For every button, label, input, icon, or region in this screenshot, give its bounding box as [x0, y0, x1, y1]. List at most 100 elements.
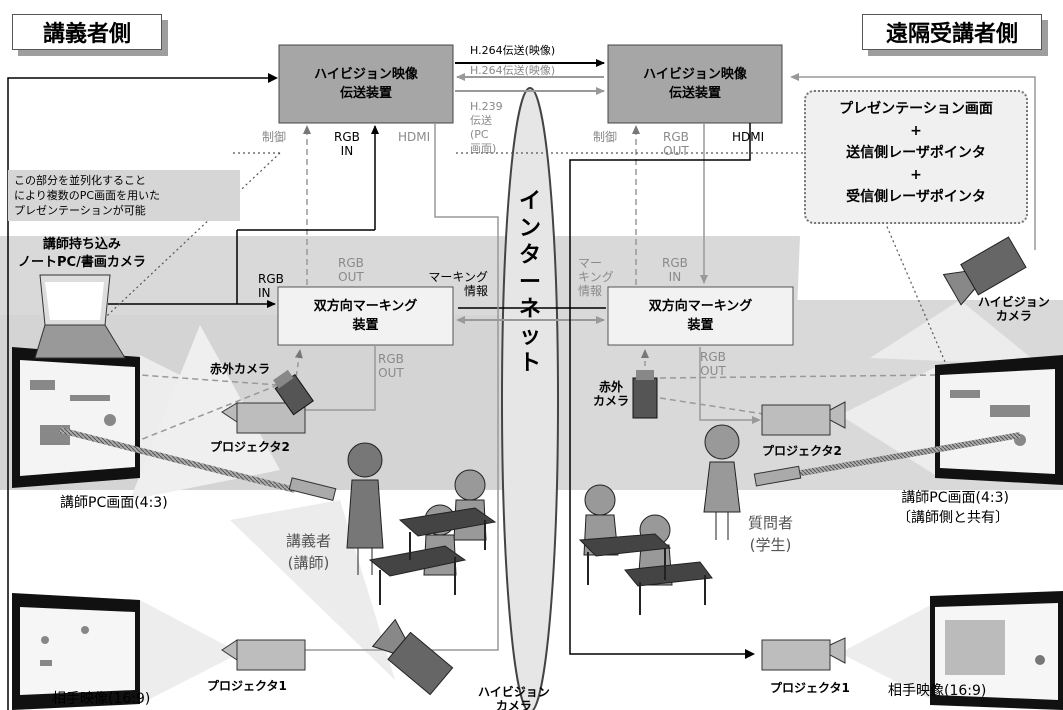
note-line2: により複数のPC画面を用いた	[14, 189, 161, 202]
parallelization-note: この部分を並列化すること により複数のPC画面を用いた プレゼンテーションが可能	[8, 170, 240, 221]
pc-screen-left	[12, 347, 140, 488]
marking-right-line1: 双方向マーキング	[648, 299, 753, 314]
marking-right-line2: 装置	[687, 318, 714, 333]
internet-char-7: ト	[518, 351, 541, 376]
projector1-left-shape	[221, 639, 306, 671]
partner-screen-right	[930, 591, 1063, 710]
h239-line4: 画面)	[470, 142, 497, 155]
marking-info-right-line1: マー	[578, 256, 603, 270]
questioner-figure	[703, 424, 741, 540]
questioner-line2: (学生)	[749, 536, 792, 554]
hd-camera-right-label: ハイビジョン カメラ	[978, 295, 1050, 323]
laptop-label: 講師持ち込み ノートPC/書画カメラ	[18, 236, 146, 272]
control-label-left: 制御	[262, 130, 287, 144]
pres-line1: プレゼンテーション画面	[839, 101, 993, 117]
pres-plus2: +	[910, 167, 922, 183]
marking-info-right-line2: キング	[578, 270, 614, 284]
pc-screen-right	[935, 355, 1063, 485]
projector2-right-shape	[761, 401, 846, 436]
hd-camera-right-shape	[942, 236, 1027, 306]
pres-line2: 送信側レーザポインタ	[846, 145, 986, 161]
hd-camera-left-line2: カメラ	[495, 699, 532, 710]
rgb-text: RGB	[700, 350, 726, 364]
note-line3: プレゼンテーションが可能	[14, 204, 146, 217]
out-text: OUT	[663, 144, 689, 158]
hd-camera-right-line1: ハイビジョン	[978, 295, 1050, 309]
lecturer-line1: 講義者	[286, 532, 332, 550]
marking-info-left-line1: マーキング	[428, 270, 489, 284]
hd-right-line2: 伝送装置	[668, 86, 721, 101]
projector2-left-label: プロジェクタ2	[210, 440, 290, 454]
hd-left-line1: ハイビジョン映像	[314, 67, 418, 82]
lecturer-figure	[346, 442, 384, 575]
ir-camera-right-shape	[632, 370, 658, 419]
marking-info-right-line3: 情報	[578, 284, 603, 298]
projector1-right-shape	[761, 637, 846, 671]
in-text: IN	[340, 144, 354, 158]
pc-screen-right-line2: 〔講師側と共有〕	[897, 510, 1009, 526]
pres-line3: 受信側レーザポインタ	[846, 189, 986, 205]
hd-transmitter-left-label: ハイビジョン映像伝送装置	[279, 45, 453, 123]
hd-camera-left-line1: ハイビジョン	[478, 685, 550, 699]
questioner-line1: 質問者	[748, 514, 794, 532]
pres-plus1: +	[910, 123, 922, 139]
rgb-text: RGB	[338, 256, 364, 270]
internet-char-1: イ	[518, 189, 541, 214]
laptop-line2: ノートPC/書画カメラ	[18, 255, 146, 270]
laptop	[34, 274, 126, 359]
ir-camera-left-label: 赤外カメラ	[210, 362, 271, 376]
lecturer-line2: (講師)	[287, 554, 330, 572]
lecturer-side-title: 講義者側	[12, 14, 162, 50]
projector1-right-label: プロジェクタ1	[770, 681, 850, 695]
internet-char-5: ネ	[518, 297, 541, 322]
projector2-right-label: プロジェクタ2	[762, 444, 842, 458]
questioner-caption: 質問者 (学生)	[748, 512, 793, 556]
marking-device-right	[607, 286, 794, 346]
hdmi-label-left: HDMI	[398, 130, 431, 144]
rgb-text: RGB	[662, 256, 688, 270]
out-text: OUT	[378, 366, 404, 380]
hdmi-label-right: HDMI	[732, 130, 765, 144]
marking-info-left: マーキング 情報	[428, 270, 488, 298]
pc-screen-right-line1: 講師PC画面(4:3)	[901, 490, 1009, 506]
partner-video-right-caption: 相手映像(16:9)	[888, 683, 987, 699]
rgb-text: RGB	[663, 130, 689, 144]
note-line1: この部分を並列化すること	[14, 174, 146, 187]
h239-label: H.239 伝送 (PC 画面)	[470, 100, 503, 156]
hd-camera-left-shape	[371, 618, 454, 696]
internet-char-2: ン	[518, 216, 541, 241]
internet-char-4: ー	[518, 270, 541, 295]
lecturer-caption: 講義者 (講師)	[286, 530, 331, 574]
ir-camera-right-label: 赤外 カメラ	[593, 380, 629, 408]
partner-screen-left	[12, 593, 140, 710]
ir-camera-left-shape	[273, 369, 314, 416]
marking-device-left-label: 双方向マーキング装置	[278, 287, 453, 345]
in-text: IN	[668, 270, 682, 284]
rgb-text: RGB	[378, 352, 404, 366]
marking-device-right-label: 双方向マーキング装置	[608, 287, 793, 345]
out-text: OUT	[338, 270, 364, 284]
hd-transmitter-left	[278, 44, 454, 124]
out-text: OUT	[700, 364, 726, 378]
h239-line3: (PC	[470, 128, 489, 141]
h239-line1: H.239	[470, 100, 503, 113]
ir-right-line1: 赤外	[599, 380, 624, 394]
ir-right-line2: カメラ	[593, 394, 630, 408]
hd-transmitter-right-label: ハイビジョン映像伝送装置	[608, 45, 782, 123]
laptop-line1: 講師持ち込み	[42, 237, 121, 252]
marking-info-right: マー キング 情報	[578, 256, 614, 298]
internet-label: イ ン タ ー ネ ッ ト	[515, 188, 545, 377]
hd-camera-right-line2: カメラ	[995, 309, 1032, 323]
marking-device-left	[277, 286, 454, 346]
marking-info-left-line2: 情報	[464, 284, 489, 298]
rgb-text: RGB	[334, 130, 360, 144]
